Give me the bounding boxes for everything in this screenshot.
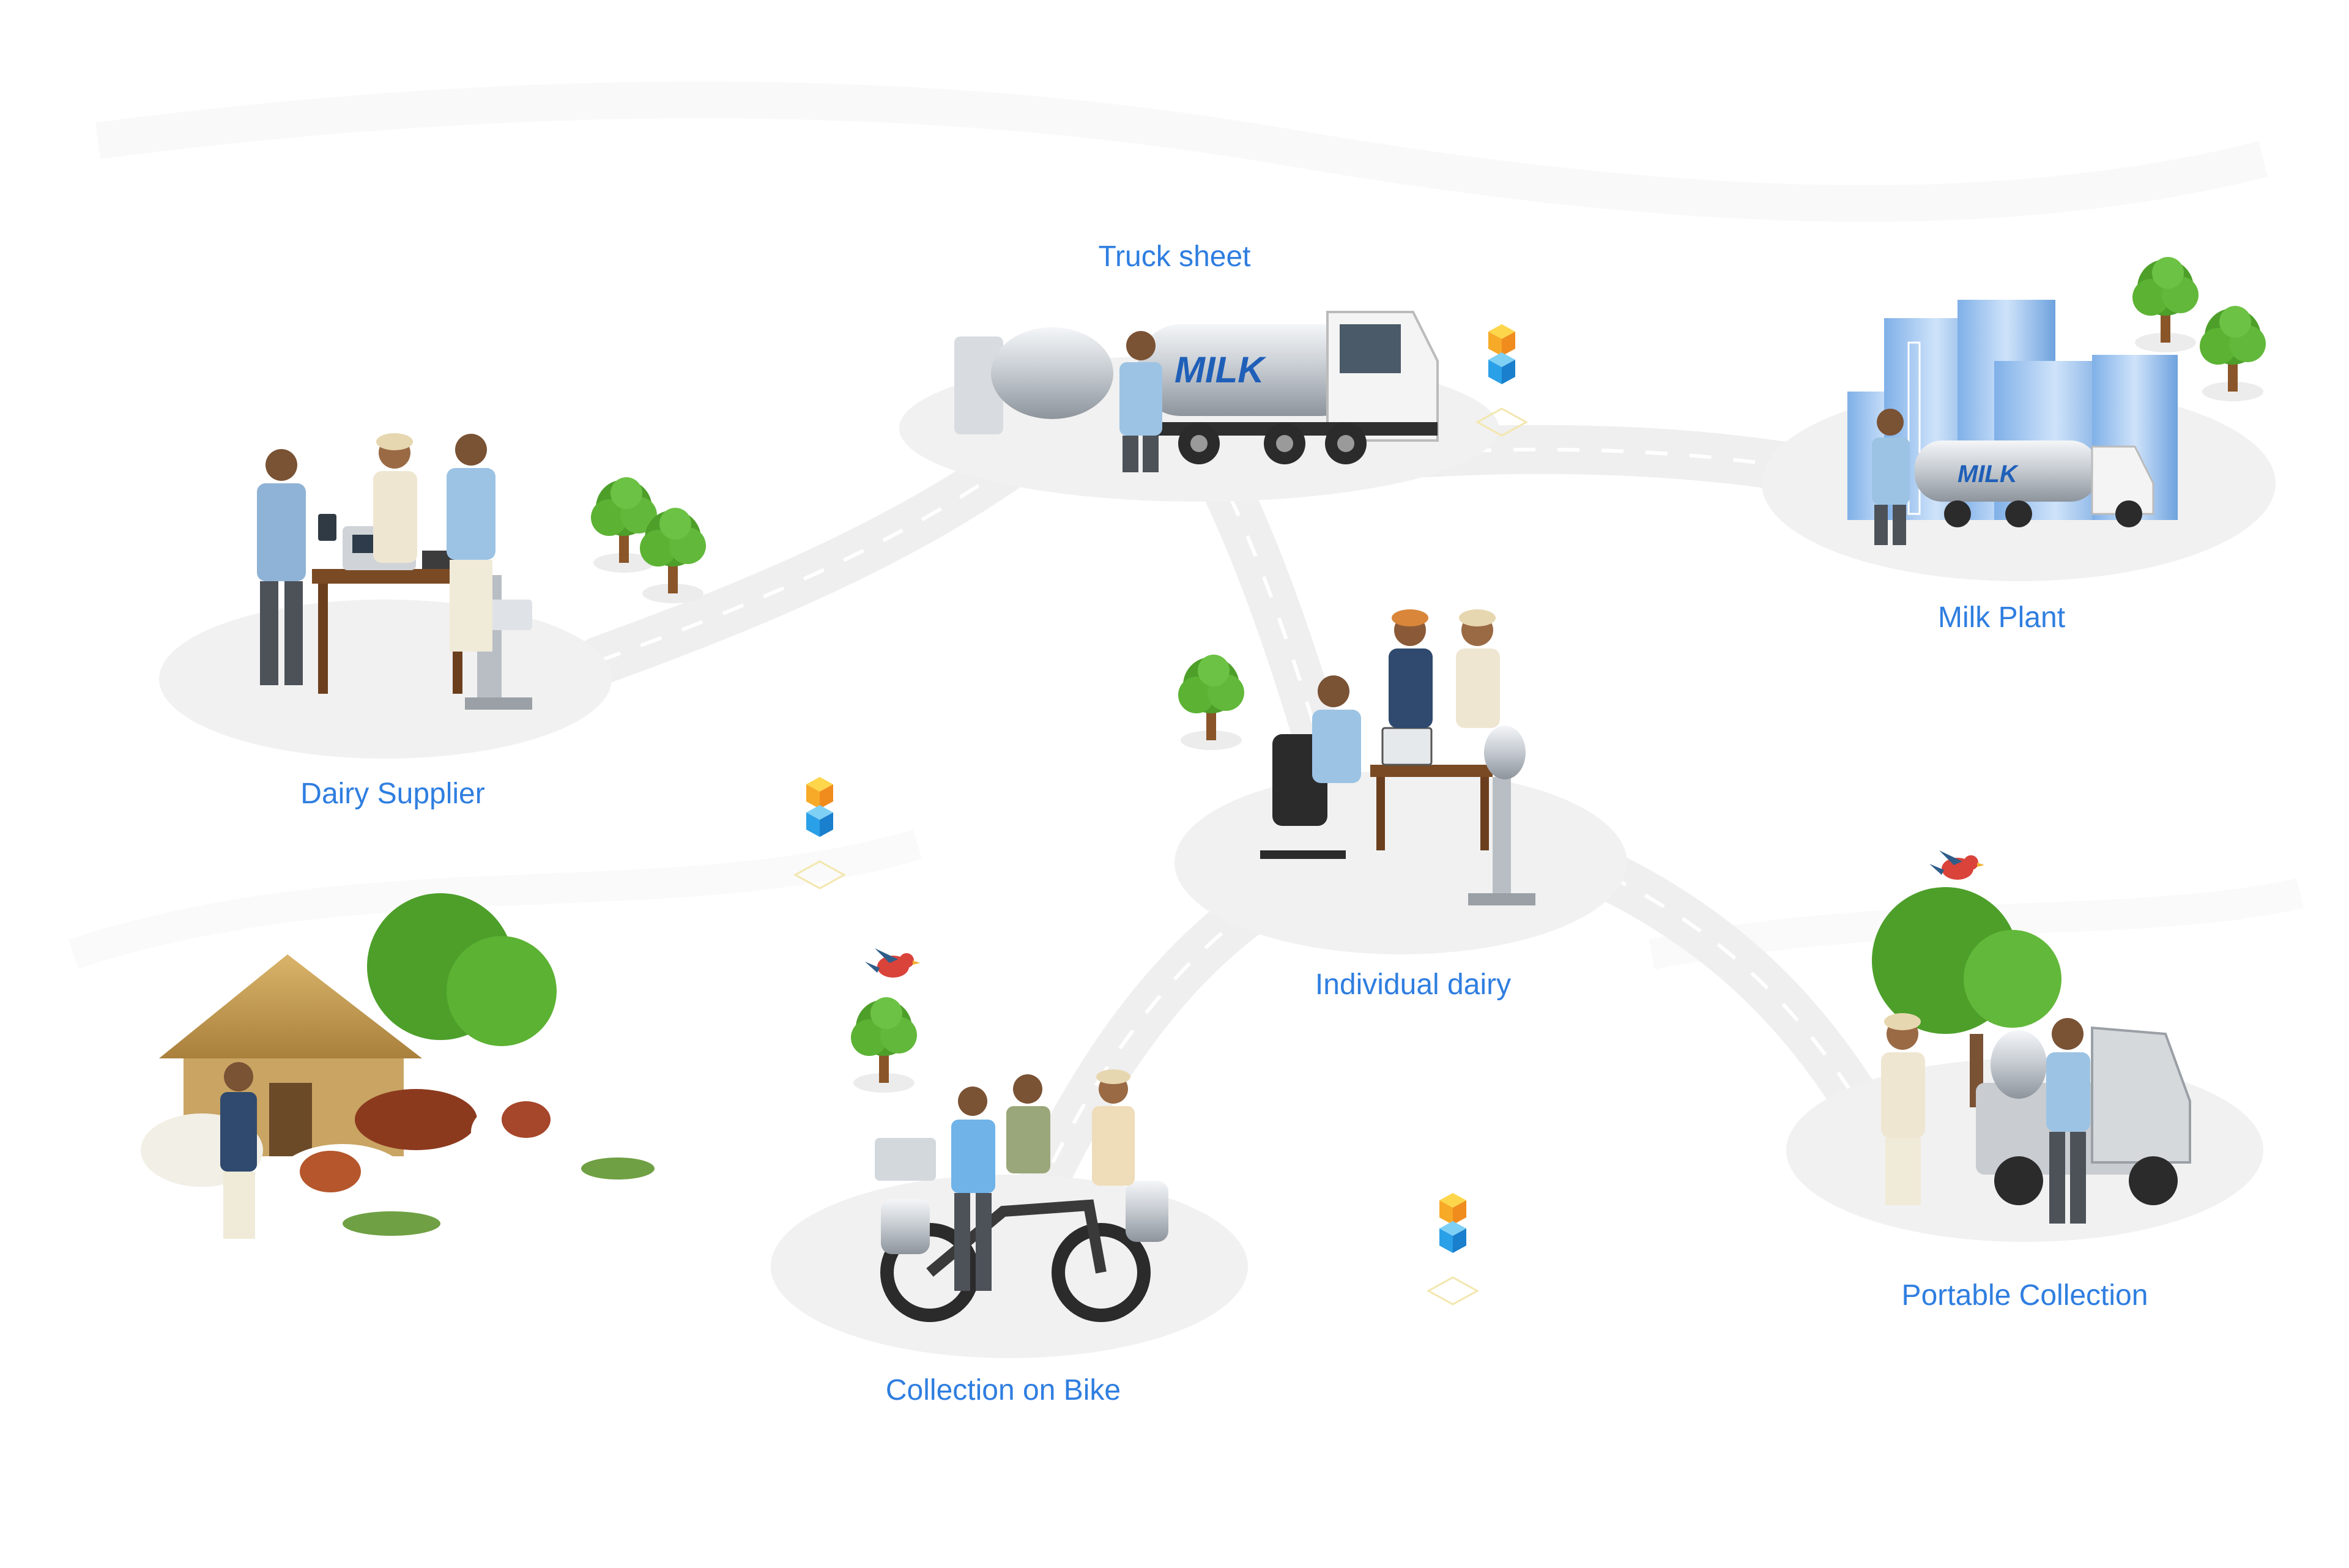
people-group-icon bbox=[951, 1069, 1135, 1291]
collection-on-bike-scene[interactable] bbox=[875, 1069, 1168, 1322]
milk-plant-tanks-icon: MILK bbox=[1847, 300, 2178, 527]
dairy-supplier-scene[interactable] bbox=[257, 433, 532, 710]
tree-icon bbox=[2132, 257, 2199, 352]
tree-icon bbox=[1178, 655, 1244, 750]
bird-icon bbox=[1929, 850, 1984, 880]
farm-hut-cows-icon bbox=[141, 893, 655, 1239]
label-collection-on-bike[interactable]: Collection on Bike bbox=[885, 1374, 1121, 1406]
label-truck-sheet[interactable]: Truck sheet bbox=[1098, 240, 1251, 273]
people-group-icon bbox=[1312, 609, 1500, 783]
cube-stack-icon bbox=[1476, 323, 1527, 437]
truck-tank-text: MILK bbox=[1174, 349, 1266, 390]
truck-sheet-scene[interactable]: MILK bbox=[954, 311, 1439, 472]
milk-tanker-truck-icon: MILK bbox=[954, 311, 1439, 464]
worker-icon bbox=[1119, 331, 1162, 472]
farm-scene[interactable] bbox=[141, 893, 655, 1239]
worker-icon bbox=[1872, 409, 1910, 545]
label-individual-dairy[interactable]: Individual dairy bbox=[1315, 968, 1512, 1001]
people-group-icon bbox=[257, 433, 495, 685]
people-group-icon bbox=[1881, 1013, 2090, 1224]
individual-dairy-scene[interactable] bbox=[1260, 609, 1535, 905]
tree-icon bbox=[851, 997, 917, 1093]
cube-stack-icon bbox=[1427, 1192, 1479, 1306]
label-milk-plant[interactable]: Milk Plant bbox=[1937, 601, 2066, 634]
milk-plant-scene[interactable]: MILK bbox=[1847, 300, 2178, 545]
bird-icon bbox=[865, 948, 920, 978]
label-dairy-supplier[interactable]: Dairy Supplier bbox=[300, 778, 485, 810]
plant-truck-text: MILK bbox=[1958, 461, 2019, 488]
tree-icon bbox=[2200, 306, 2266, 401]
portable-collection-scene[interactable] bbox=[1872, 887, 2191, 1224]
label-portable-collection[interactable]: Portable Collection bbox=[1901, 1279, 2148, 1312]
